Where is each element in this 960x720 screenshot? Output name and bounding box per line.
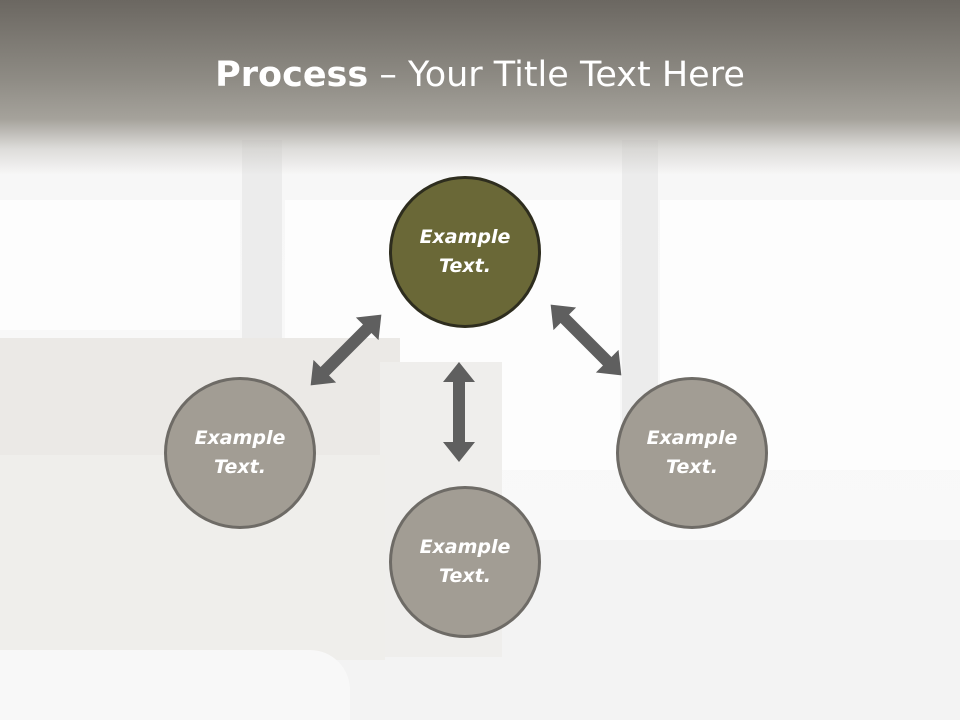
background-rug bbox=[0, 650, 350, 720]
node-left[interactable]: Example Text. bbox=[164, 377, 316, 529]
node-top[interactable]: Example Text. bbox=[389, 176, 541, 328]
arrow-top-right bbox=[539, 293, 633, 387]
title-bold: Process bbox=[215, 55, 369, 95]
node-left-text: Example Text. bbox=[194, 427, 286, 478]
header-band bbox=[0, 0, 960, 175]
title-rest: – Your Title Text Here bbox=[368, 55, 745, 95]
arrow-center-vertical bbox=[443, 362, 475, 462]
background-window-left bbox=[0, 200, 240, 330]
slide-title: Process – Your Title Text Here bbox=[0, 52, 960, 98]
node-top-text: Example Text. bbox=[419, 226, 511, 277]
node-right-text: Example Text. bbox=[646, 427, 738, 478]
arrow-top-left bbox=[299, 303, 393, 397]
node-bottom[interactable]: Example Text. bbox=[389, 486, 541, 638]
node-bottom-text: Example Text. bbox=[419, 536, 511, 587]
node-right[interactable]: Example Text. bbox=[616, 377, 768, 529]
